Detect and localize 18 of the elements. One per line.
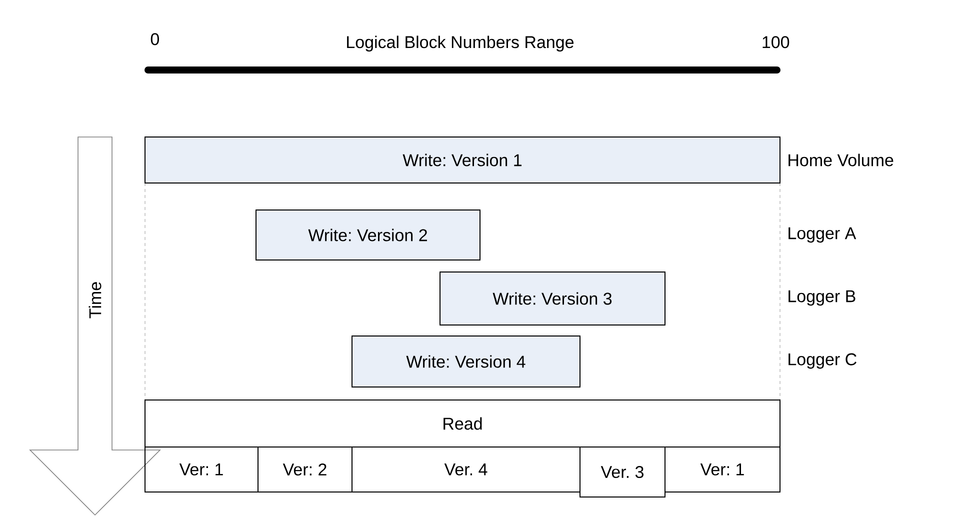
- version-cell: Ver: 2: [258, 446, 352, 492]
- read-box: Read: [144, 400, 780, 448]
- write-box: Write: Version 1: [144, 136, 780, 184]
- time-label: Time: [88, 282, 102, 318]
- row-label: Logger C: [788, 353, 856, 369]
- scale-label: 100: [762, 36, 790, 48]
- write-box: Write: Version 4: [352, 336, 580, 388]
- row-label: Home Volume: [788, 154, 894, 166]
- version-cell: Ver: 1: [144, 446, 258, 492]
- row-label: Logger B: [788, 290, 856, 306]
- axis-title: Logical Block Numbers Range: [347, 36, 574, 52]
- version-cell: Ver: 1: [664, 446, 780, 492]
- row-label: Logger A: [788, 227, 856, 243]
- write-box: Write: Version 3: [440, 272, 666, 326]
- scale-label: 0: [150, 33, 159, 46]
- write-box: Write: Version 2: [256, 210, 480, 260]
- version-cell: Ver. 3: [580, 446, 666, 498]
- version-cell: Ver. 4: [352, 446, 580, 492]
